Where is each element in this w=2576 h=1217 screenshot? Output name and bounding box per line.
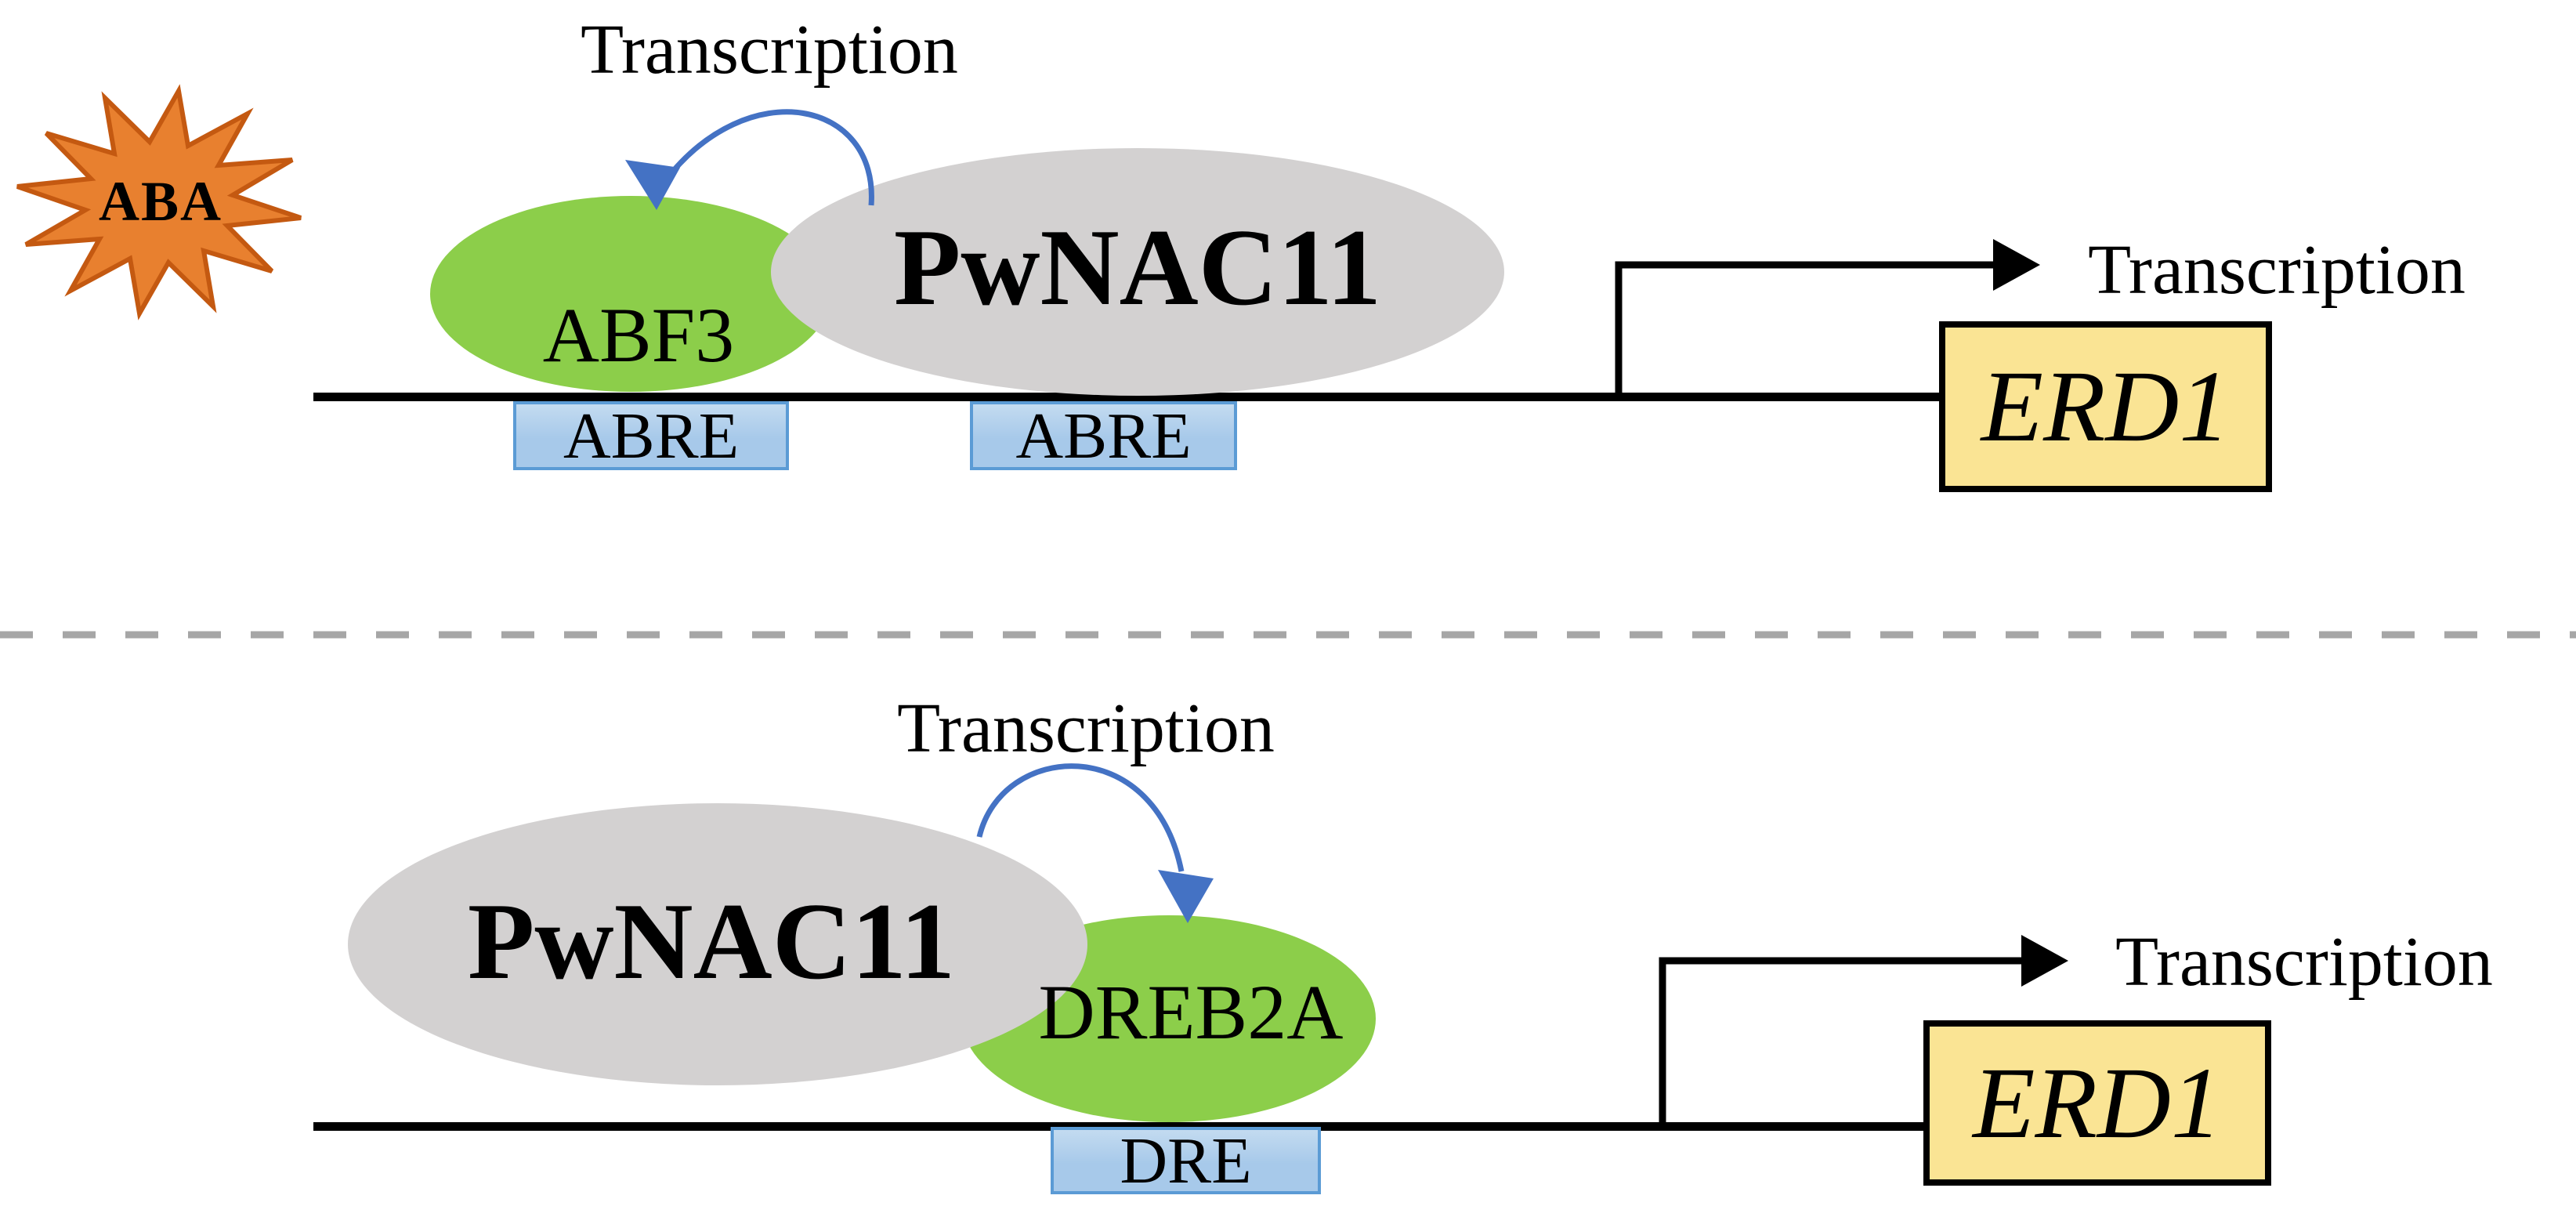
abre-site-box-1: ABRE [513,400,789,473]
promoter-bent-arrow-bottom [1659,957,2024,1126]
transcription-output-label-bottom: Transcription [2115,923,2493,1001]
dre-site-label: DRE [1120,1124,1252,1197]
erd1-gene-box-top: ERD1 [1939,321,2272,492]
erd1-gene-label-bottom: ERD1 [1973,1046,2222,1160]
promoter-bent-arrow-top [1615,261,1998,396]
feedback-arc-top [662,109,874,206]
dreb2a-label: DREB2A [1038,969,1344,1056]
erd1-gene-label-top: ERD1 [1981,350,2230,463]
abre-site-box-2: ABRE [970,400,1237,473]
feedback-arrowhead-icon-top [625,160,680,210]
pwnac11-ellipse-top [771,148,1504,396]
abre-site-label-2: ABRE [1015,399,1192,473]
abf3-label: ABF3 [542,292,735,379]
dna-line-top [313,393,1939,401]
feedback-arrowhead-icon-bottom [1158,870,1214,923]
aba-label: ABA [98,170,223,233]
erd1-gene-box-bottom: ERD1 [1923,1020,2271,1186]
feedback-arc-bottom [976,763,1185,872]
promoter-arrowhead-icon-bottom [2021,935,2068,987]
pwnac11-label-bottom: PwNAC11 [467,881,956,1002]
dna-line-bottom [313,1122,1923,1131]
aba-starburst-icon [16,84,302,321]
abre-site-label-1: ABRE [563,399,740,473]
pwnac11-ellipse-bottom [348,803,1087,1085]
transcription-feedback-label-top: Transcription [581,11,958,89]
dre-site-box: DRE [1051,1125,1321,1197]
promoter-arrowhead-icon-top [1993,239,2040,291]
abf3-ellipse [430,196,831,392]
pwnac11-label-top: PwNAC11 [893,207,1382,328]
transcription-output-label-top: Transcription [2088,231,2466,309]
transcription-feedback-label-bottom: Transcription [897,690,1275,767]
